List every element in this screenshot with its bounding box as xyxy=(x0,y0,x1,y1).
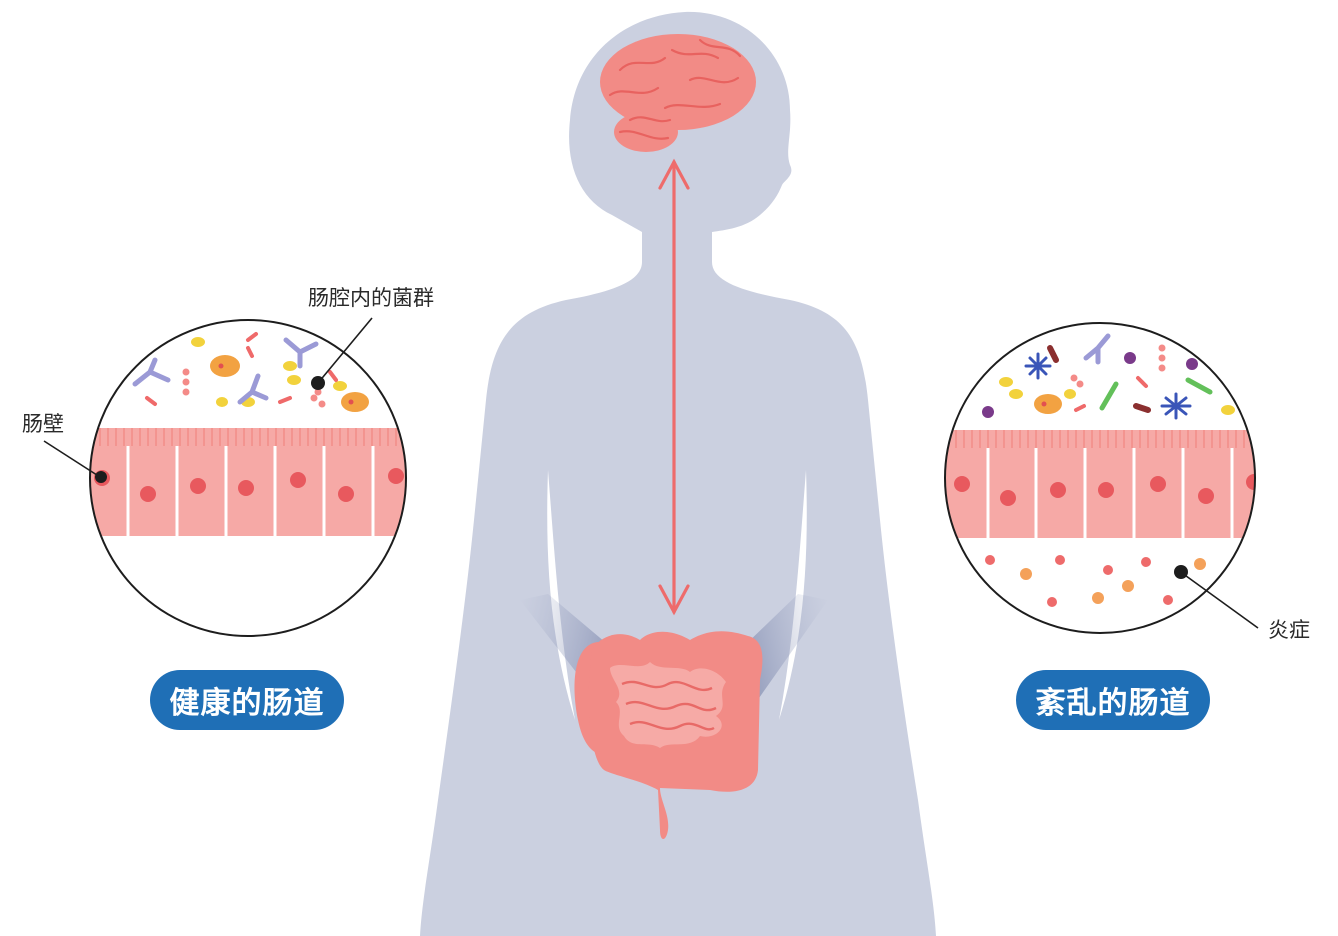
gut-wall-label: 肠壁 xyxy=(22,414,64,435)
human-silhouette xyxy=(420,12,936,936)
healthy-gut-badge: 健康的肠道 xyxy=(150,670,344,730)
inflammation-label: 炎症 xyxy=(1268,620,1310,641)
disordered-gut-badge: 紊乱的肠道 xyxy=(1016,670,1210,730)
lumen-flora-label: 肠腔内的菌群 xyxy=(308,288,434,309)
healthy-gut-magnifier xyxy=(80,320,420,636)
disordered-gut-magnifier xyxy=(935,323,1265,633)
